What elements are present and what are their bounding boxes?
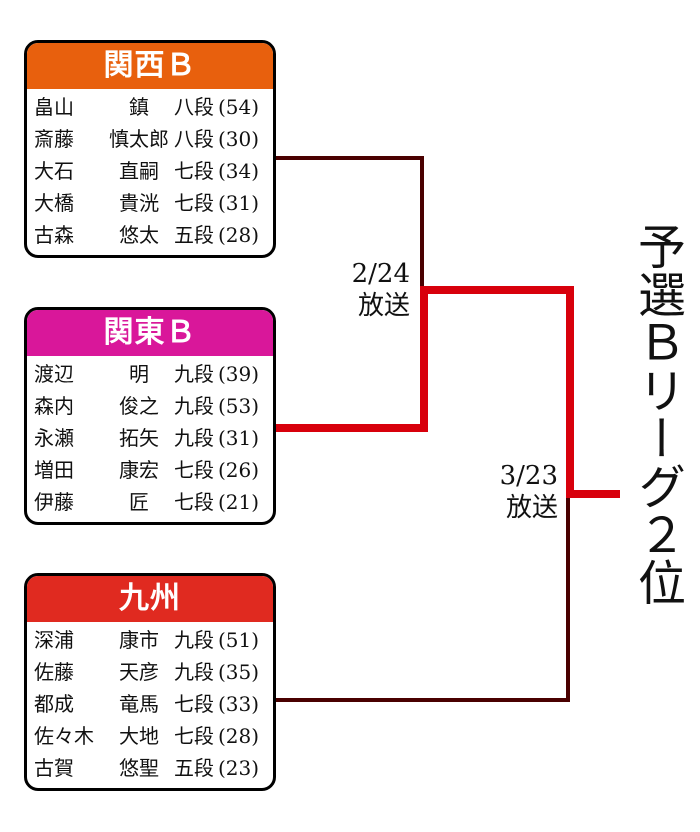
player-surname: 都成 (34, 692, 74, 716)
player-surname: 古賀 (34, 756, 74, 780)
player-row: 森内 俊之九段(53) (27, 390, 273, 422)
team-card-kansai-b: 関西Ｂ 畠山鎮八段(54) 斎藤慎太郎八段(30) 大石直嗣七段(34) 大橋貴… (24, 40, 276, 258)
bracket-line-kyushu (276, 494, 570, 702)
team-name: 関東Ｂ (27, 310, 273, 356)
player-rank: 九段 (174, 394, 214, 418)
match-date: 2/24 (351, 259, 410, 289)
player-rank: 七段 (174, 490, 214, 514)
player-given-name: 大地 (119, 724, 159, 748)
player-surname: 佐藤 (34, 660, 74, 684)
player-given-name: 竜馬 (119, 692, 159, 716)
player-row: 大橋 貴洸七段(31) (27, 187, 273, 219)
player-age: (30) (218, 127, 260, 151)
player-row: 増田 康宏七段(26) (27, 454, 273, 486)
player-age: (26) (218, 458, 260, 482)
player-given-name: 貴洸 (119, 191, 159, 215)
player-rank: 五段 (174, 223, 214, 247)
player-row: 都成 竜馬七段(33) (27, 688, 273, 720)
bracket-line-kanto-winner (276, 286, 620, 498)
player-surname: 大橋 (34, 191, 74, 215)
player-surname: 増田 (34, 458, 74, 482)
player-rank: 七段 (174, 724, 214, 748)
player-rank: 八段 (174, 95, 214, 119)
player-given-name: 康宏 (119, 458, 159, 482)
match-note: 放送 (357, 291, 410, 321)
player-rank: 九段 (174, 660, 214, 684)
player-list: 深浦 康市九段(51) 佐藤 天彦九段(35) 都成 竜馬七段(33) 佐々木 大地七段… (27, 622, 273, 788)
player-list: 渡辺明九段(39) 森内俊之九段(53) 永瀬拓矢九段(31) 増田康宏七段(2… (27, 356, 273, 522)
player-given-name: 慎太郎 (109, 127, 169, 151)
player-rank: 七段 (174, 159, 214, 183)
player-age: (28) (218, 223, 260, 247)
player-rank: 九段 (174, 628, 214, 652)
bracket-line-kansai (276, 156, 424, 290)
player-given-name: 直嗣 (119, 159, 159, 183)
player-row: 佐藤 天彦九段(35) (27, 656, 273, 688)
player-surname: 永瀬 (34, 426, 74, 450)
player-given-name: 鎮 (129, 95, 149, 119)
player-given-name: 匠 (129, 490, 149, 514)
player-rank: 九段 (174, 362, 214, 386)
player-given-name: 俊之 (119, 394, 159, 418)
player-age: (31) (218, 426, 260, 450)
player-age: (53) (218, 394, 260, 418)
player-given-name: 悠聖 (119, 756, 159, 780)
player-age: (23) (218, 756, 260, 780)
player-rank: 五段 (174, 756, 214, 780)
player-row: 斎藤 慎太郎八段(30) (27, 123, 273, 155)
player-given-name: 拓矢 (119, 426, 159, 450)
player-age: (21) (218, 490, 260, 514)
player-row: 渡辺 明 九段(39) (27, 358, 273, 390)
player-row: 古賀 悠聖五段(23) (27, 752, 273, 784)
player-row: 大石 直嗣七段(34) (27, 155, 273, 187)
player-surname: 伊藤 (34, 490, 74, 514)
match-date: 3/23 (499, 461, 558, 491)
player-age: (39) (218, 362, 260, 386)
player-given-name: 康市 (119, 628, 159, 652)
player-row: 佐々木 大地七段(28) (27, 720, 273, 752)
player-surname: 大石 (34, 159, 74, 183)
player-given-name: 明 (129, 362, 149, 386)
player-age: (28) (218, 724, 260, 748)
player-rank: 七段 (174, 191, 214, 215)
result-label: 予選Ｂリーグ２位 (629, 222, 685, 606)
match-broadcast-label-1: 2/24 放送 (330, 258, 410, 322)
player-age: (51) (218, 628, 260, 652)
player-row: 畠山 鎮 八段(54) (27, 91, 273, 123)
player-age: (33) (218, 692, 260, 716)
player-age: (34) (218, 159, 260, 183)
team-card-kanto-b: 関東Ｂ 渡辺明九段(39) 森内俊之九段(53) 永瀬拓矢九段(31) 増田康宏… (24, 307, 276, 525)
player-list: 畠山鎮八段(54) 斎藤慎太郎八段(30) 大石直嗣七段(34) 大橋貴洸七段(… (27, 89, 273, 255)
player-given-name: 天彦 (119, 660, 159, 684)
player-surname: 森内 (34, 394, 74, 418)
player-row: 伊藤 匠 七段(21) (27, 486, 273, 518)
player-row: 永瀬 拓矢九段(31) (27, 422, 273, 454)
match-broadcast-label-2: 3/23 放送 (478, 460, 558, 524)
player-rank: 七段 (174, 458, 214, 482)
player-surname: 佐々木 (34, 724, 94, 748)
team-name: 九州 (27, 576, 273, 622)
player-age: (35) (218, 660, 260, 684)
player-age: (54) (218, 95, 260, 119)
player-surname: 深浦 (34, 628, 74, 652)
player-surname: 畠山 (34, 95, 74, 119)
player-row: 古森 悠太五段(28) (27, 219, 273, 251)
player-given-name: 悠太 (119, 223, 159, 247)
player-surname: 渡辺 (34, 362, 74, 386)
player-row: 深浦 康市九段(51) (27, 624, 273, 656)
player-age: (31) (218, 191, 260, 215)
player-surname: 斎藤 (34, 127, 74, 151)
team-name: 関西Ｂ (27, 43, 273, 89)
player-rank: 八段 (174, 127, 214, 151)
player-rank: 九段 (174, 426, 214, 450)
player-surname: 古森 (34, 223, 74, 247)
match-note: 放送 (505, 493, 558, 523)
player-rank: 七段 (174, 692, 214, 716)
team-card-kyushu: 九州 深浦 康市九段(51) 佐藤 天彦九段(35) 都成 竜馬七段(33) 佐々木 大… (24, 573, 276, 791)
